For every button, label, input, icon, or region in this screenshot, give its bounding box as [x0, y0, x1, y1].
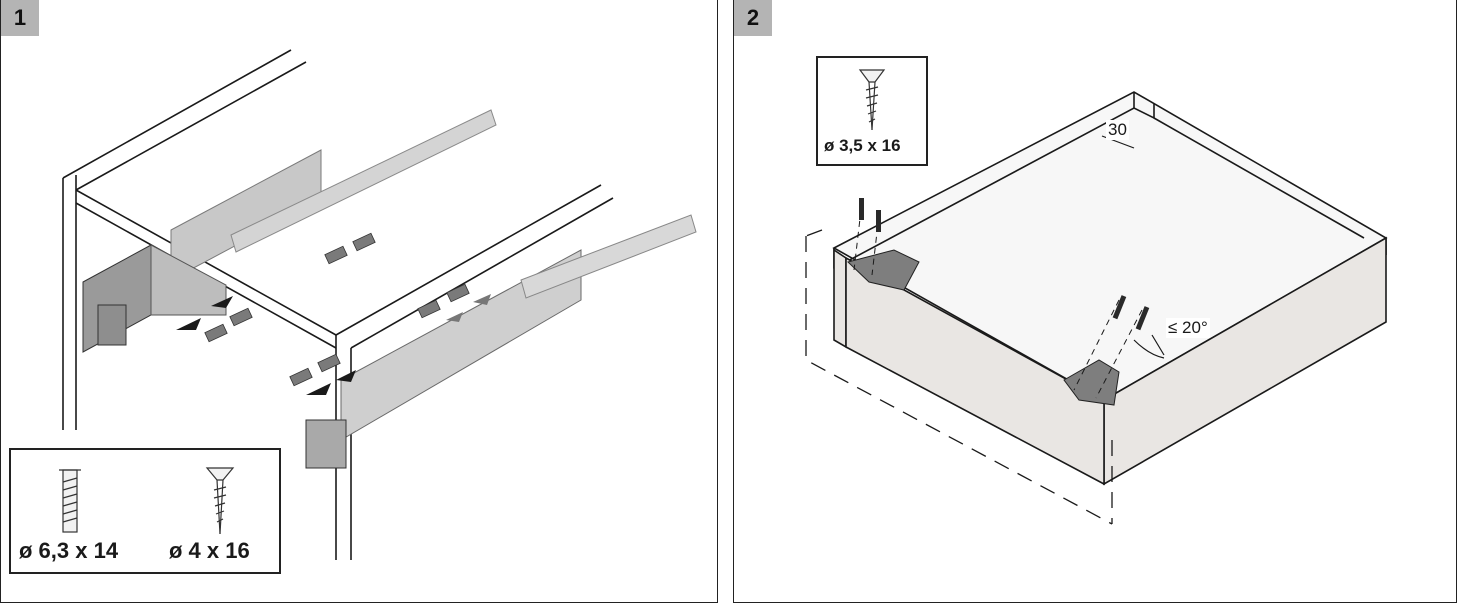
- left-runner: [82, 109, 497, 353]
- screws: [859, 198, 1150, 331]
- step-1-panel: 1: [0, 0, 718, 603]
- countersunk-screw-icon: [205, 467, 235, 535]
- euro-screw-icon: [59, 469, 81, 533]
- wood-screw-label: ø 4 x 16: [169, 538, 250, 563]
- screw-label: ø 3,5 x 16: [824, 136, 901, 155]
- countersunk-screw-icon: [858, 69, 886, 131]
- step-2-panel: 2 ø 3,5 x 16: [733, 0, 1457, 603]
- angle-label: ≤ 20°: [1166, 318, 1210, 338]
- screw-spec-box: ø 3,5 x 16: [816, 56, 928, 166]
- screw-spec-box: ø 6,3 x 14 ø 4 x 16: [9, 448, 281, 574]
- drawer-front: [833, 236, 1387, 486]
- front-outline-dashed: [805, 229, 1113, 525]
- cabinet-runner-illustration: [62, 49, 697, 560]
- screw-icons: [59, 467, 235, 535]
- drawer-illustration: [805, 91, 1388, 525]
- front-clips: [847, 249, 1120, 406]
- euro-screw-label: ø 6,3 x 14: [19, 538, 119, 563]
- right-runner: [305, 214, 697, 469]
- screws: [204, 232, 470, 387]
- dimension-label-30: 30: [1106, 120, 1129, 140]
- step-number-badge: 1: [1, 0, 39, 36]
- arrows: [176, 294, 491, 395]
- step-number-badge: 2: [734, 0, 772, 36]
